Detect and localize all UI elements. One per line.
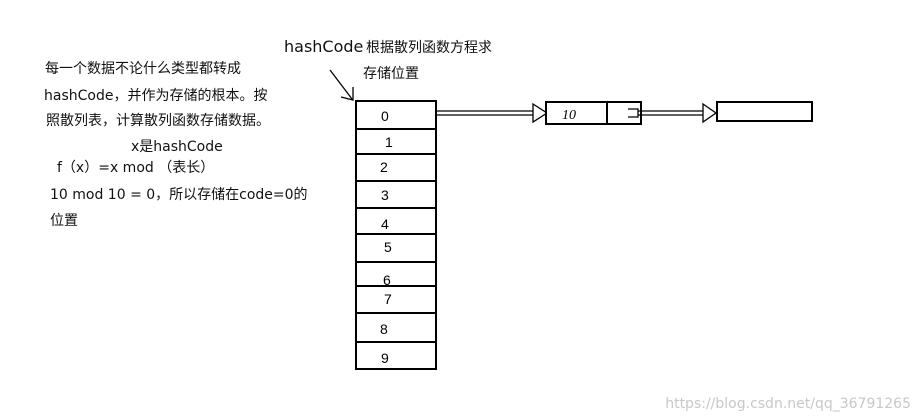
node-to-next-arrow xyxy=(638,102,718,124)
slot-labels: 0 1 2 3 4 5 6 7 8 9 xyxy=(380,108,393,366)
slot-label: 3 xyxy=(381,187,389,203)
table-cell-5 xyxy=(355,233,437,263)
table-cell-8 xyxy=(355,312,437,343)
node-pointer-marker xyxy=(628,108,639,118)
table-cell-7 xyxy=(355,285,437,314)
next-node xyxy=(716,101,813,122)
table-cell-9 xyxy=(355,341,437,370)
table-cell-1 xyxy=(355,128,437,155)
slot-label: 5 xyxy=(384,239,392,255)
example-line: 10 mod 10 = 0，所以存储在code=0的 xyxy=(50,187,308,203)
list-node xyxy=(545,101,642,125)
hash-function: f（x）=x mod （表长） xyxy=(57,160,215,176)
slot-label: 9 xyxy=(381,350,389,366)
diagram-title-line2: 存储位置 xyxy=(363,66,419,82)
watermark: https://blog.csdn.net/qq_36791265 xyxy=(665,396,911,412)
slot-label: 6 xyxy=(383,272,391,288)
hashcode-pointer-arrowhead xyxy=(340,87,354,101)
table-cell-6 xyxy=(355,261,437,287)
slot-label: 4 xyxy=(381,216,389,232)
table-cell-0 xyxy=(355,100,437,130)
hashcode-pointer-line xyxy=(329,69,353,100)
example-line-cont: 位置 xyxy=(50,213,78,229)
slot-label: 7 xyxy=(384,291,392,307)
slot-label: 8 xyxy=(380,321,388,337)
x-note: x是hashCode xyxy=(131,139,223,155)
hashcode-label: hashCode xyxy=(284,37,364,56)
slot-label: 0 xyxy=(381,108,389,124)
description-line: hashCode，并作为存储的根本。按 xyxy=(44,88,268,104)
description-line: 每一个数据不论什么类型都转成 xyxy=(45,61,241,77)
slot0-to-node-arrow xyxy=(437,102,549,124)
hash-table xyxy=(355,100,437,370)
table-cell-3 xyxy=(355,180,437,209)
diagram-title-line1: 根据散列函数方程求 xyxy=(366,40,492,56)
slot-label: 1 xyxy=(385,134,393,150)
slot-label: 2 xyxy=(380,159,388,175)
table-cell-2 xyxy=(355,153,437,182)
description-line: 照散列表，计算散列函数存储数据。 xyxy=(46,113,270,129)
table-cell-4 xyxy=(355,207,437,235)
node-value: 10 xyxy=(562,108,576,123)
